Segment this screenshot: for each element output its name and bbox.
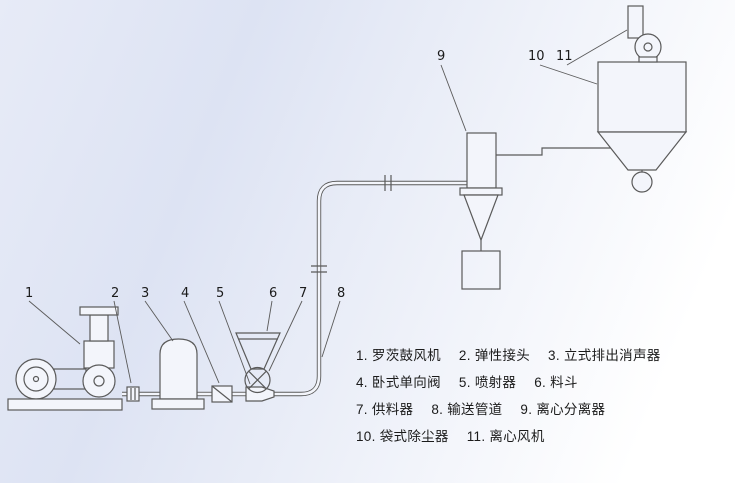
centrifugal-fan	[627, 5, 662, 63]
callout-2: 2	[111, 286, 119, 301]
legend-item: 1. 罗茨鼓风机	[356, 348, 441, 363]
callout-1: 1	[25, 286, 33, 301]
pipe-flange-horizontal	[384, 175, 392, 191]
callout-4: 4	[181, 286, 189, 301]
callout-9: 9	[437, 49, 445, 64]
roots-blower	[7, 306, 123, 411]
legend-item: 11. 离心风机	[466, 429, 545, 444]
legend-row: 10. 袋式除尘器 11. 离心风机	[356, 423, 728, 450]
legend-item: 4. 卧式单向阀	[356, 375, 441, 390]
callout-8: 8	[337, 286, 345, 301]
legend-item: 5. 喷射器	[458, 375, 517, 390]
conveying-pipe	[122, 175, 467, 397]
discharge-valve	[631, 171, 653, 193]
callout-6: 6	[269, 286, 277, 301]
callout-10: 10	[528, 49, 545, 64]
legend-item: 6. 料斗	[534, 375, 578, 390]
legend-item: 10. 袋式除尘器	[356, 429, 449, 444]
vertical-silencer	[151, 338, 205, 410]
leader-lines	[28, 29, 628, 385]
check-valve	[211, 385, 233, 403]
legend-item: 8. 输送管道	[431, 402, 503, 417]
legend-item: 7. 供料器	[356, 402, 414, 417]
flexible-joint	[126, 386, 140, 402]
legend-row: 7. 供料器 8. 输送管道 9. 离心分离器	[356, 396, 728, 423]
blower-base	[7, 398, 123, 411]
legend-item: 9. 离心分离器	[520, 402, 606, 417]
legend-row: 4. 卧式单向阀 5. 喷射器 6. 料斗	[356, 369, 728, 396]
cyclone-outlet-line	[496, 147, 612, 156]
bag-filter	[596, 5, 688, 193]
legend-item: 2. 弹性接头	[458, 348, 531, 363]
legend-row: 1. 罗茨鼓风机 2. 弹性接头 3. 立式排出消声器	[356, 342, 728, 369]
legend-item: 3. 立式排出消声器	[548, 348, 661, 363]
ejector	[245, 386, 275, 402]
callout-3: 3	[141, 286, 149, 301]
feeder	[244, 366, 271, 394]
callout-7: 7	[299, 286, 307, 301]
cyclone-separator	[459, 132, 503, 290]
legend: 1. 罗茨鼓风机 2. 弹性接头 3. 立式排出消声器 4. 卧式单向阀 5. …	[356, 342, 728, 450]
callout-numbers: 1 2 3 4 5 6 7 8 9 10 11	[25, 49, 573, 301]
callout-11: 11	[556, 49, 573, 64]
pipe-flange-vertical	[311, 265, 327, 273]
callout-5: 5	[216, 286, 224, 301]
collection-bin	[461, 250, 501, 290]
